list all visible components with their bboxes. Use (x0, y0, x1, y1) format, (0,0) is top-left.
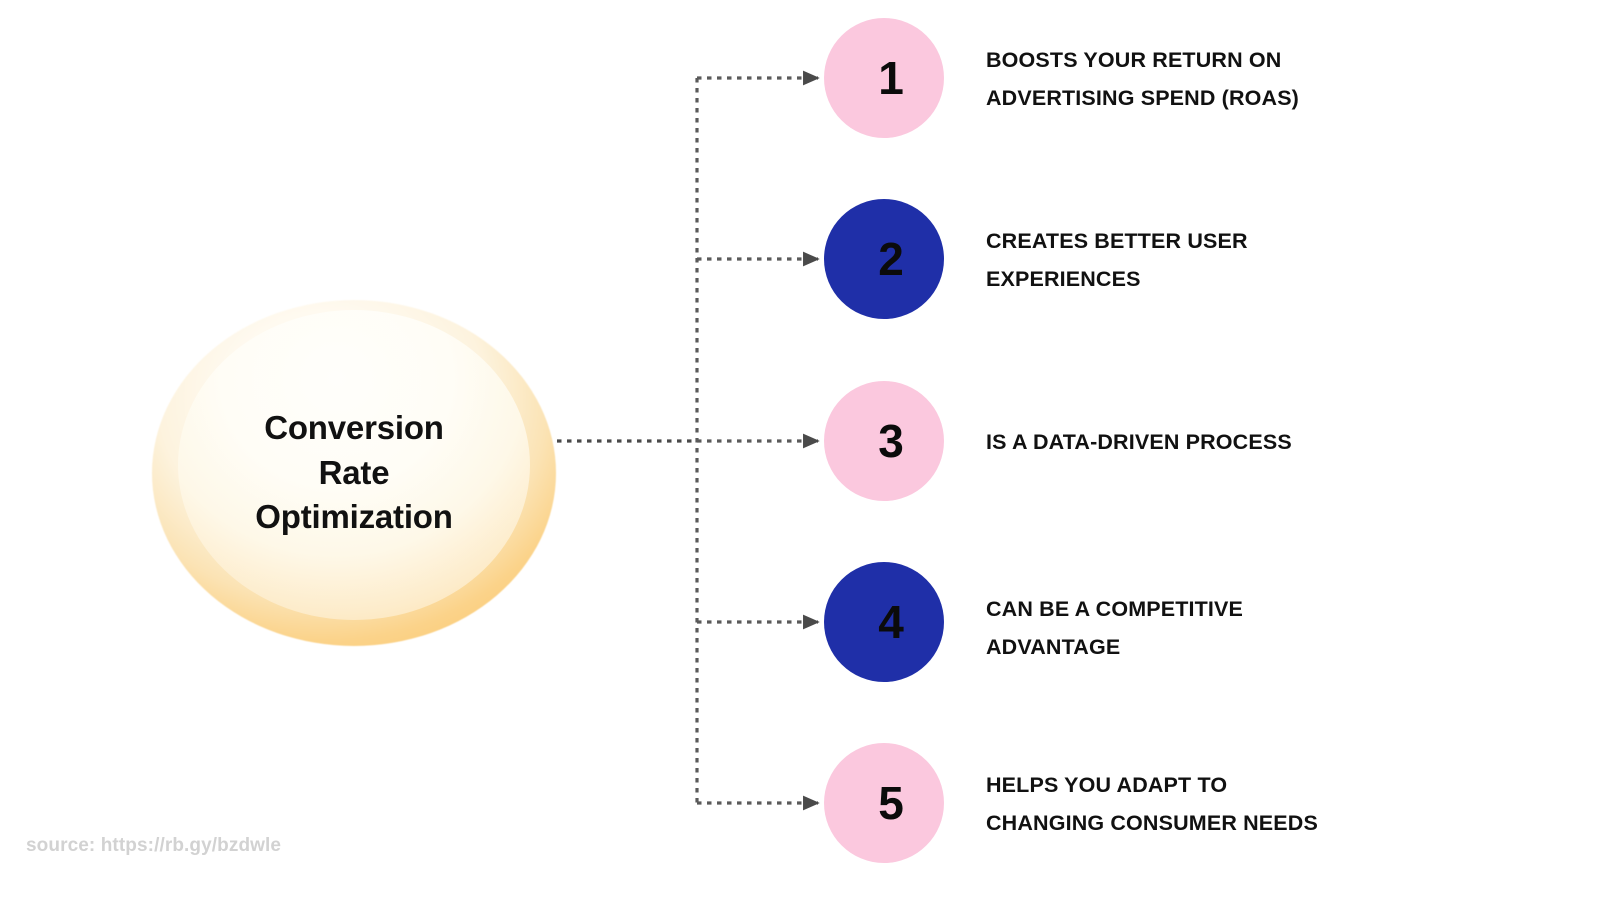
hub-title-line-3: Optimization (255, 498, 453, 536)
item-label-1-line-2: ADVERTISING SPEND (ROAS) (986, 86, 1299, 111)
item-label-4-line-1: CAN BE A COMPETITIVE (986, 597, 1244, 621)
item-label-3-line-1: IS A DATA-DRIVEN PROCESS (986, 430, 1292, 454)
node-circle-3[interactable]: 3 (824, 381, 944, 501)
node-number-1: 1 (878, 51, 904, 104)
item-label-4: CAN BE A COMPETITIVE ADVANTAGE (986, 590, 1456, 667)
item-label-5: HELPS YOU ADAPT TO CHANGING CONSUMER NEE… (986, 766, 1456, 843)
hub-circle-inner (178, 310, 530, 620)
node-circle-4[interactable]: 4 (824, 562, 944, 682)
item-label-1-line-1: BOOSTS YOUR RETURN ON (986, 48, 1282, 72)
item-label-2-line-1: CREATES BETTER USER (986, 229, 1248, 253)
node-circle-5[interactable]: 5 (824, 743, 944, 863)
item-label-3: IS A DATA-DRIVEN PROCESS (986, 423, 1456, 461)
node-number-3: 3 (878, 414, 904, 467)
item-label-4-line-2: ADVANTAGE (986, 635, 1121, 660)
node-number-4: 4 (878, 595, 904, 648)
item-label-2: CREATES BETTER USER EXPERIENCES (986, 222, 1456, 299)
hub-title-line-2: Rate (318, 453, 390, 491)
item-label-5-line-1: HELPS YOU ADAPT TO (986, 773, 1228, 797)
node-circle-1[interactable]: 1 (824, 18, 944, 138)
hub-title: Conversion Rate Optimization (152, 300, 556, 646)
node-circle-2[interactable]: 2 (824, 199, 944, 319)
item-label-1: BOOSTS YOUR RETURN ON ADVERTISING SPEND … (986, 41, 1456, 118)
node-number-5: 5 (878, 776, 904, 829)
node-number-2: 2 (878, 232, 904, 285)
hub-title-line-1: Conversion (264, 408, 444, 446)
item-label-5-line-2: CHANGING CONSUMER NEEDS (986, 811, 1318, 836)
item-label-2-line-2: EXPERIENCES (986, 267, 1141, 292)
source-credit: source: https://rb.gy/bzdwle (26, 835, 282, 856)
